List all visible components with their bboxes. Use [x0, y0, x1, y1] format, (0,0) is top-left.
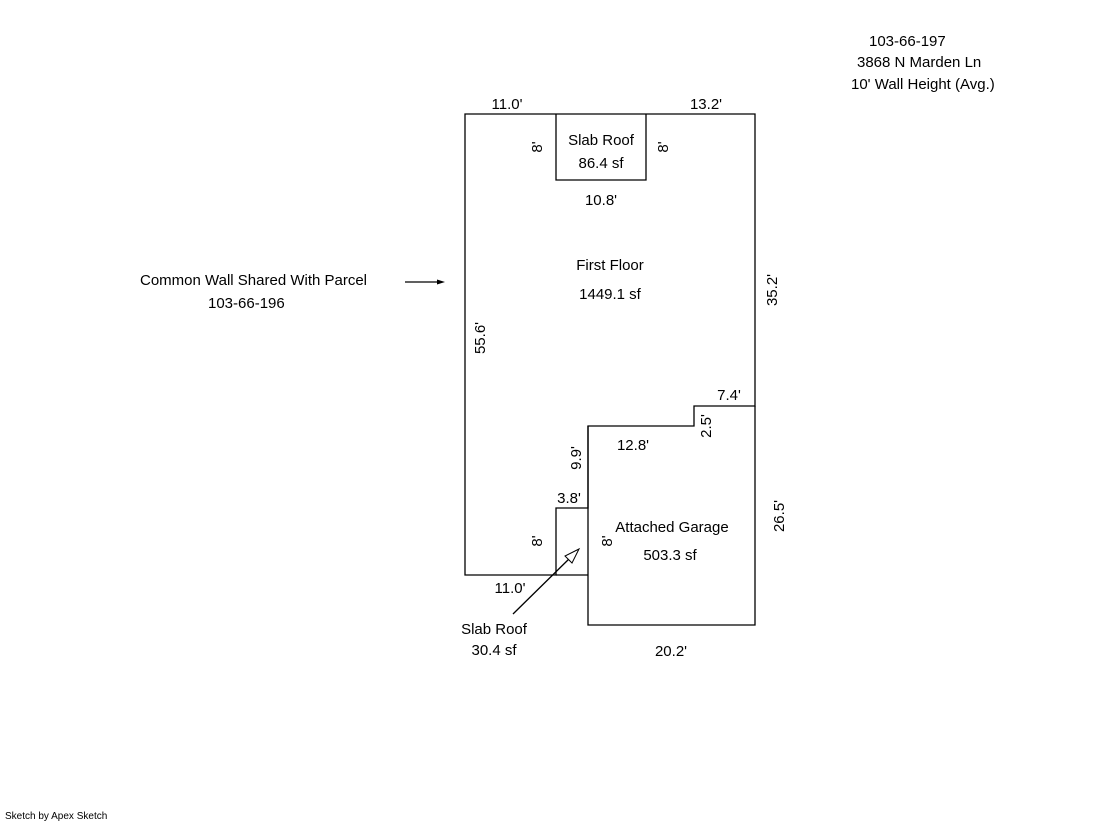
dim-garage-left: 9.9': [568, 446, 585, 470]
common-wall-note: Common Wall Shared With Parcel: [140, 272, 367, 289]
slab-roof-top-label: Slab Roof: [568, 132, 635, 149]
dim-slab-top-bottom: 10.8': [585, 192, 617, 209]
dim-slab-bottom-right: 8': [599, 535, 616, 546]
dim-slab-top-left: 8': [529, 141, 546, 152]
garage-label: Attached Garage: [615, 519, 728, 536]
sketch-credit: Sketch by Apex Sketch: [5, 811, 107, 821]
first-floor-label: First Floor: [576, 257, 644, 274]
slab-roof-top-area: 86.4 sf: [578, 155, 624, 172]
dim-garage-bottom: 20.2': [655, 643, 687, 660]
garage-outline: [587, 406, 756, 626]
dim-slab-bottom-top: 3.8': [557, 490, 581, 507]
dim-slab-bottom-left: 8': [529, 535, 546, 546]
dim-right-upper: 35.2': [764, 274, 781, 306]
dim-slab-top-right: 8': [655, 141, 672, 152]
parcel-number: 103-66-197: [869, 33, 946, 50]
slab-roof-pointer-line: [512, 555, 573, 615]
common-wall-parcel: 103-66-196: [208, 295, 285, 312]
dim-left: 55.6': [472, 322, 489, 354]
dim-garage-right: 26.5': [771, 500, 788, 532]
dim-step-side: 2.5': [698, 414, 715, 438]
dim-top-right: 13.2': [690, 96, 722, 113]
slab-roof-bottom-area: 30.4 sf: [471, 642, 517, 659]
dim-bottom-left: 11.0': [495, 580, 526, 597]
slab-roof-pointer-head: [564, 547, 581, 564]
common-wall-arrow-head: [437, 279, 445, 285]
dim-step-top: 7.4': [717, 387, 741, 404]
first-floor-area: 1449.1 sf: [579, 286, 642, 303]
first-floor-outline: [464, 113, 756, 576]
slab-roof-top-outline: [555, 114, 647, 181]
garage-area: 503.3 sf: [643, 547, 697, 564]
address: 3868 N Marden Ln: [857, 54, 981, 71]
dim-top-left: 11.0': [492, 96, 523, 113]
wall-height: 10' Wall Height (Avg.): [851, 76, 995, 93]
slab-roof-bottom-label: Slab Roof: [461, 621, 528, 638]
dim-garage-top: 12.8': [617, 437, 649, 454]
